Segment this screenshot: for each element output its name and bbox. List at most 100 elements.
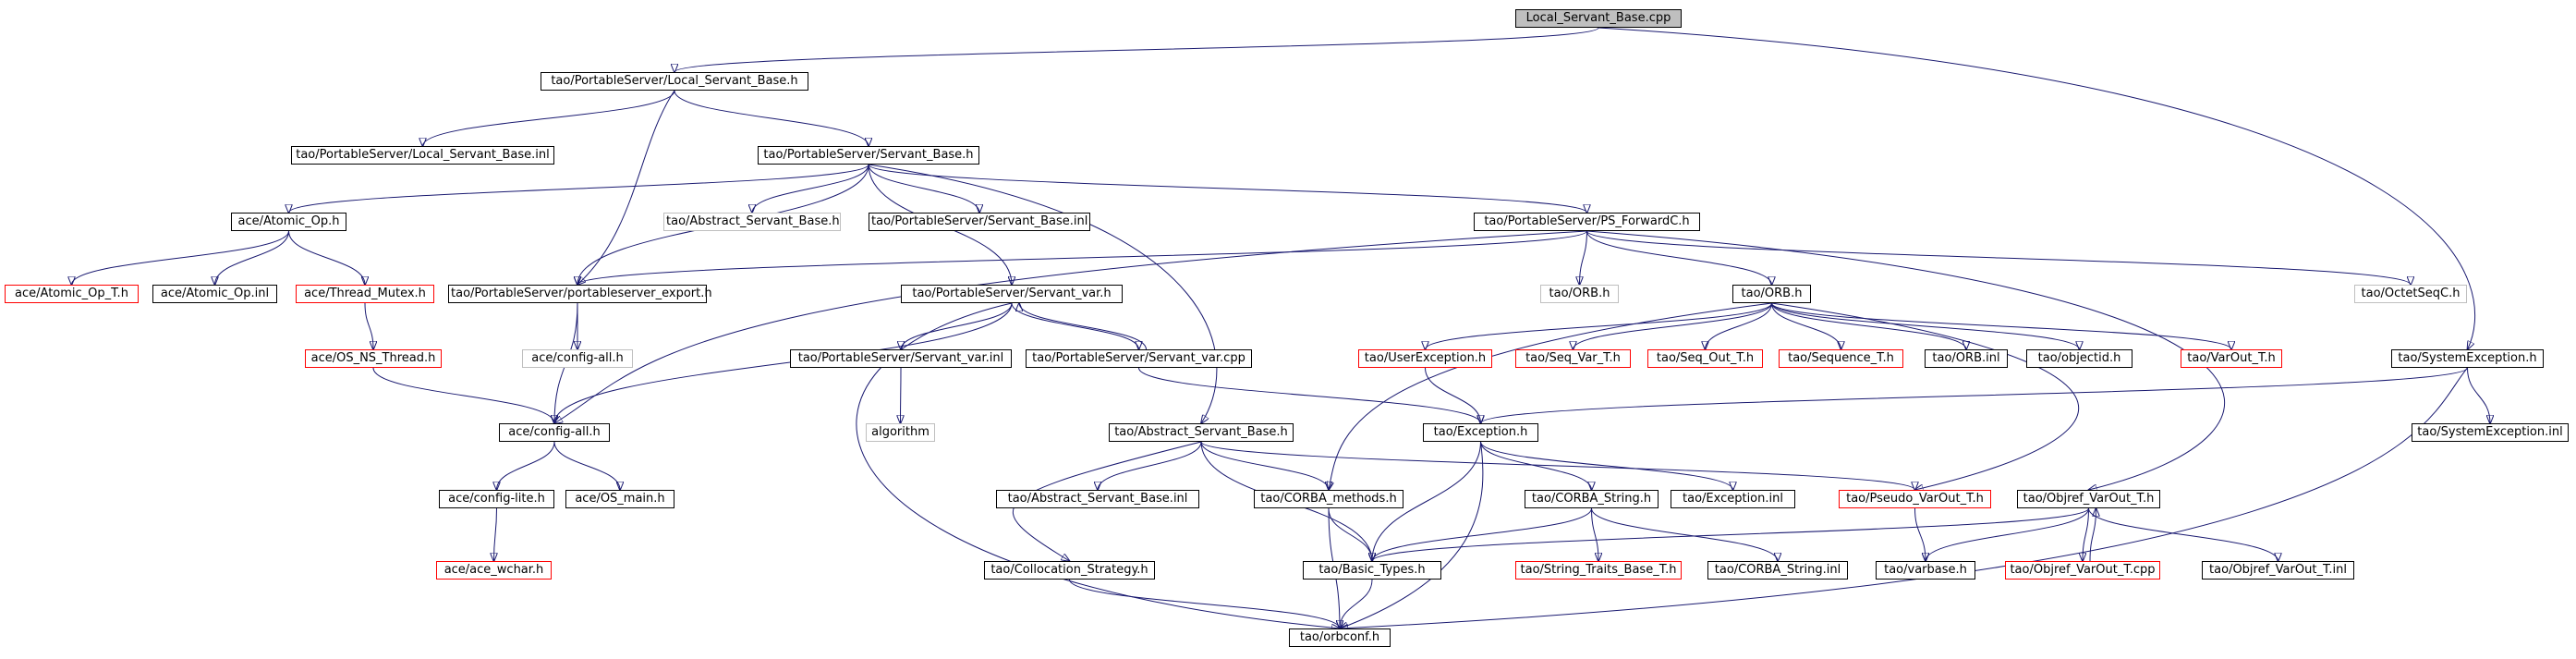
node-varout-t-h[interactable]: tao/VarOut_T.h xyxy=(2181,349,2282,368)
edge-ps-forwardc-h-to-portableserver-export-h xyxy=(577,230,1587,285)
edge-servant-base-h-to-abstract-servant-base-h xyxy=(868,164,1218,423)
edge-local-servant-base-h-to-servant-base-h xyxy=(674,90,869,146)
edge-pseudo-varout-t-h-to-varbase-h xyxy=(1914,507,1926,561)
edge-collocation-strategy-h-to-orbconf-h xyxy=(1069,579,1341,628)
edge-servant-base-h-to-ps-forwardc-h xyxy=(868,164,1587,213)
node-corba-methods-h[interactable]: tao/CORBA_methods.h xyxy=(1254,490,1403,508)
node-pseudo-varout-t-h[interactable]: tao/Pseudo_VarOut_T.h xyxy=(1839,490,1991,508)
node-orb-inl[interactable]: tao/ORB.inl xyxy=(1925,349,2008,368)
node-varbase-h[interactable]: tao/varbase.h xyxy=(1876,561,1975,580)
node-os-main-h[interactable]: ace/OS_main.h xyxy=(565,490,674,508)
edge-orb-h-to-corba-methods-h xyxy=(1329,302,1772,490)
edge-orb-h-to-sequence-t-h xyxy=(1771,302,1841,349)
edge-atomic-op-h-to-thread-mutex-h xyxy=(288,230,366,285)
edge-corba-string-h-to-string-traits-base-t-h xyxy=(1591,507,1599,561)
edge-local-servant-base-cpp-to-local-servant-base-h xyxy=(674,27,1599,72)
node-servant-var-h[interactable]: tao/PortableServer/Servant_var.h xyxy=(901,285,1123,303)
node-collocation-strategy-h[interactable]: tao/Collocation_Strategy.h xyxy=(984,561,1155,580)
node-os-ns-thread-h[interactable]: ace/OS_NS_Thread.h xyxy=(305,349,442,368)
node-servant-var-inl[interactable]: tao/PortableServer/Servant_var.inl xyxy=(790,349,1012,368)
node-local-servant-base-h[interactable]: tao/PortableServer/Local_Servant_Base.h xyxy=(541,72,808,91)
edge-orb-h-to-orb-inl xyxy=(1771,302,1967,349)
edge-orb-h-to-seq-out-t-h xyxy=(1706,302,1772,349)
node-sequence-t-h[interactable]: tao/Sequence_T.h xyxy=(1779,349,1903,368)
node-thread-mutex-h[interactable]: ace/Thread_Mutex.h xyxy=(296,285,434,303)
edge-exception-h-to-basic-types-h xyxy=(1372,441,1481,561)
edge-servant-base-h-to-atomic-op-h xyxy=(289,164,869,213)
node-portableserver-export-h[interactable]: tao/PortableServer/portableserver_export… xyxy=(448,285,712,303)
node-objref-varout-t-h[interactable]: tao/Objref_VarOut_T.h xyxy=(2017,490,2160,508)
node-orb-h[interactable]: tao/ORB.h xyxy=(1732,285,1811,303)
edge-atomic-op-h-to-atomic-op-inl xyxy=(215,230,289,285)
node-servant-var-cpp[interactable]: tao/PortableServer/Servant_var.cpp xyxy=(1026,349,1252,368)
edge-local-servant-base-h-to-portableserver-export-h xyxy=(577,90,675,285)
node-basic-types-h[interactable]: tao/Basic_Types.h xyxy=(1303,561,1441,580)
edge-exception-h-to-corba-string-h xyxy=(1480,441,1592,490)
edge-orb-h-to-userexception-h xyxy=(1426,302,1772,349)
edge-orb-h-to-varout-t-h xyxy=(1771,302,2232,349)
edge-servant-base-h-to-abstract-servant-base-h-gray xyxy=(752,164,869,213)
node-string-traits-base-t-h[interactable]: tao/String_Traits_Base_T.h xyxy=(1515,561,1682,580)
node-ace-wchar-h[interactable]: ace/ace_wchar.h xyxy=(436,561,552,580)
edge-exception-h-to-orbconf-h xyxy=(1340,441,1484,628)
node-servant-base-h[interactable]: tao/PortableServer/Servant_Base.h xyxy=(758,146,979,165)
node-seq-var-t-h[interactable]: tao/Seq_Var_T.h xyxy=(1515,349,1631,368)
node-abstract-servant-base-h[interactable]: tao/Abstract_Servant_Base.h xyxy=(1109,423,1294,442)
edge-objref-varout-t-h-to-objref-varout-t-inl xyxy=(2088,507,2278,561)
node-systemexception-inl[interactable]: tao/SystemException.inl xyxy=(2412,423,2569,442)
edge-systemexception-h-to-systemexception-inl xyxy=(2467,367,2491,423)
edge-atomic-op-h-to-atomic-op-t-h xyxy=(72,230,289,285)
node-config-lite-h[interactable]: ace/config-lite.h xyxy=(439,490,554,508)
edge-servant-var-h-to-config-all-h xyxy=(554,302,1013,423)
edge-servant-var-h-to-servant-var-cpp xyxy=(1011,302,1139,349)
node-abstract-servant-base-h-gray[interactable]: tao/Abstract_Servant_Base.h xyxy=(663,213,841,231)
edge-servant-var-cpp-to-exception-h xyxy=(1138,367,1481,423)
edge-systemexception-h-to-exception-h xyxy=(1481,367,2468,423)
node-orb-h-gray[interactable]: tao/ORB.h xyxy=(1540,285,1619,303)
edge-config-all-h-to-os-main-h xyxy=(553,441,620,490)
edge-basic-types-h-to-orbconf-h xyxy=(1340,579,1373,628)
node-corba-string-inl[interactable]: tao/CORBA_String.inl xyxy=(1707,561,1848,580)
edge-objref-varout-t-h-to-objref-varout-t-cpp xyxy=(2083,507,2089,561)
edge-ps-forwardc-h-to-orb-h xyxy=(1586,230,1772,285)
node-atomic-op-inl[interactable]: ace/Atomic_Op.inl xyxy=(152,285,277,303)
node-objref-varout-t-inl[interactable]: tao/Objref_VarOut_T.inl xyxy=(2202,561,2354,580)
edge-servant-var-h-to-orbconf-h xyxy=(856,302,1340,628)
node-local-servant-base-inl[interactable]: tao/PortableServer/Local_Servant_Base.in… xyxy=(291,146,554,165)
node-exception-inl[interactable]: tao/Exception.inl xyxy=(1671,490,1795,508)
node-systemexception-h[interactable]: tao/SystemException.h xyxy=(2391,349,2544,368)
node-algorithm[interactable]: algorithm xyxy=(866,423,935,442)
edge-local-servant-base-h-to-local-servant-base-inl xyxy=(423,90,675,146)
edge-corba-string-h-to-basic-types-h xyxy=(1372,507,1592,561)
node-objectid-h[interactable]: tao/objectid.h xyxy=(2026,349,2132,368)
edge-systemexception-h-to-orbconf-h xyxy=(1340,367,2468,628)
edge-orb-h-to-seq-var-t-h xyxy=(1574,302,1772,349)
node-corba-string-h[interactable]: tao/CORBA_String.h xyxy=(1525,490,1659,508)
node-userexception-h[interactable]: tao/UserException.h xyxy=(1358,349,1492,368)
edge-ps-forwardc-h-to-config-all-h xyxy=(554,230,1587,423)
edge-ps-forwardc-h-to-orb-h-gray xyxy=(1580,230,1587,285)
edge-servant-base-h-to-servant-base-inl xyxy=(868,164,979,213)
node-seq-out-t-h[interactable]: tao/Seq_Out_T.h xyxy=(1647,349,1763,368)
edge-objref-varout-t-h-to-basic-types-h xyxy=(1372,507,2089,561)
edge-abstract-servant-base-h-to-corba-methods-h xyxy=(1200,441,1329,490)
node-atomic-op-h[interactable]: ace/Atomic_Op.h xyxy=(231,213,346,231)
node-octetseqc-h[interactable]: tao/OctetSeqC.h xyxy=(2354,285,2467,303)
node-config-all-h-gray[interactable]: ace/config-all.h xyxy=(522,349,633,368)
node-atomic-op-t-h[interactable]: ace/Atomic_Op_T.h xyxy=(5,285,139,303)
node-config-all-h[interactable]: ace/config-all.h xyxy=(499,423,610,442)
node-servant-base-inl[interactable]: tao/PortableServer/Servant_Base.inl xyxy=(869,213,1090,231)
edge-config-all-h-to-config-lite-h xyxy=(497,441,555,490)
node-orbconf-h[interactable]: tao/orbconf.h xyxy=(1289,628,1391,647)
node-local-servant-base-cpp[interactable]: Local_Servant_Base.cpp xyxy=(1515,9,1682,28)
edge-servant-var-h-to-servant-var-inl xyxy=(901,302,1013,349)
node-ps-forwardc-h[interactable]: tao/PortableServer/PS_ForwardC.h xyxy=(1474,213,1700,231)
node-objref-varout-t-cpp[interactable]: tao/Objref_VarOut_T.cpp xyxy=(2005,561,2160,580)
edge-corba-string-h-to-corba-string-inl xyxy=(1591,507,1779,561)
node-abstract-servant-base-inl[interactable]: tao/Abstract_Servant_Base.inl xyxy=(996,490,1199,508)
edge-abstract-servant-base-h-to-abstract-servant-base-inl xyxy=(1098,441,1202,490)
node-exception-h[interactable]: tao/Exception.h xyxy=(1423,423,1538,442)
edge-exception-h-to-exception-inl xyxy=(1480,441,1733,490)
